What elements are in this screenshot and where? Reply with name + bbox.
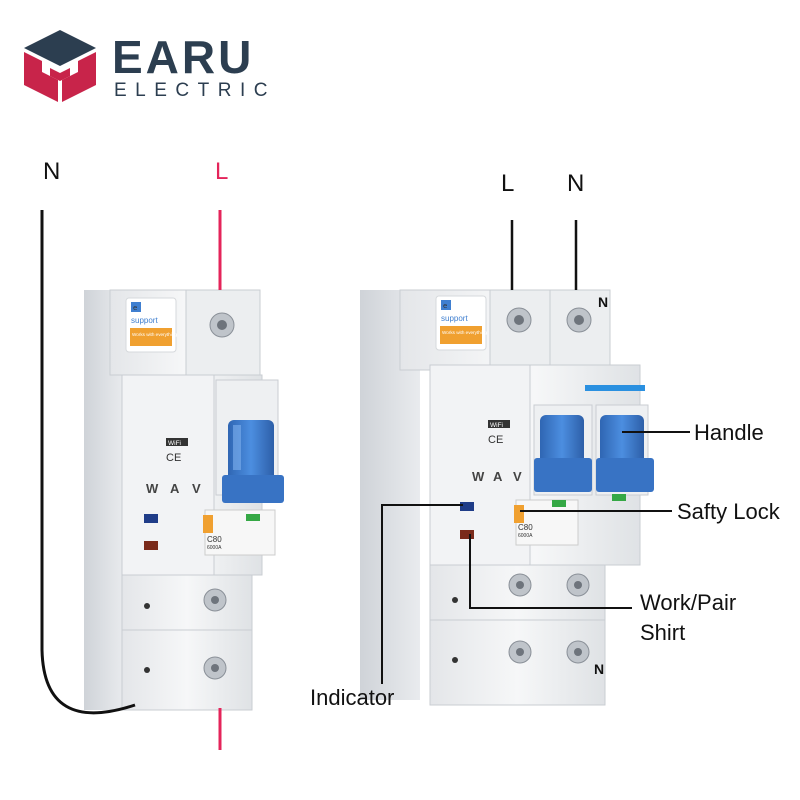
right-meter-w: W (472, 469, 485, 484)
left-live-label: L (215, 158, 229, 185)
meter-a: A (170, 481, 180, 496)
brand-subtitle: ELECTRIC (114, 80, 276, 101)
right-wifi-mark: WiFi (490, 422, 503, 429)
indicator-leader (381, 504, 463, 684)
safety-lock-callout: Safty Lock (677, 499, 780, 524)
right-meter-v: V (513, 469, 522, 484)
right-badge-bottom-text: Works with everything (442, 330, 487, 335)
right-terminal-n-top: N (598, 294, 608, 310)
work-pair-callout: Work/Pair (640, 590, 737, 615)
right-neutral-label: N (567, 170, 585, 197)
meter-w: W (146, 481, 159, 496)
right-terminal-n-bottom: N (594, 661, 604, 677)
wifi-mark: WiFi (168, 440, 181, 447)
work-pair-leader (469, 534, 632, 609)
svg-text:e: e (443, 302, 447, 310)
right-meter-a: A (493, 469, 503, 484)
left-breaker: e support Works with everything WiFi CE … (84, 289, 284, 711)
brand-name: EARU (112, 31, 255, 83)
right-capacity: 6000A (518, 533, 533, 539)
right-ce-mark: CE (488, 434, 503, 446)
left-rating: C80 (207, 535, 222, 544)
badge-bottom-text: Works with everything (132, 332, 177, 337)
ce-mark: CE (166, 452, 181, 464)
right-live-label: L (501, 170, 515, 197)
meter-v: V (192, 481, 201, 496)
badge-top-text: support (131, 316, 158, 325)
work-pair-callout-line2: Shirt (640, 620, 686, 645)
earu-logo-icon (24, 30, 96, 102)
handle-callout: Handle (694, 420, 764, 445)
right-badge-top-text: support (441, 314, 468, 323)
left-capacity: 6000A (207, 545, 222, 551)
indicator-callout: Indicator (310, 685, 395, 710)
right-breaker: e support Works with everything WiFi CE … (360, 289, 654, 706)
left-neutral-wire (40, 210, 136, 715)
left-neutral-label: N (43, 158, 61, 185)
svg-text:e: e (133, 304, 137, 312)
right-rating: C80 (518, 523, 533, 532)
